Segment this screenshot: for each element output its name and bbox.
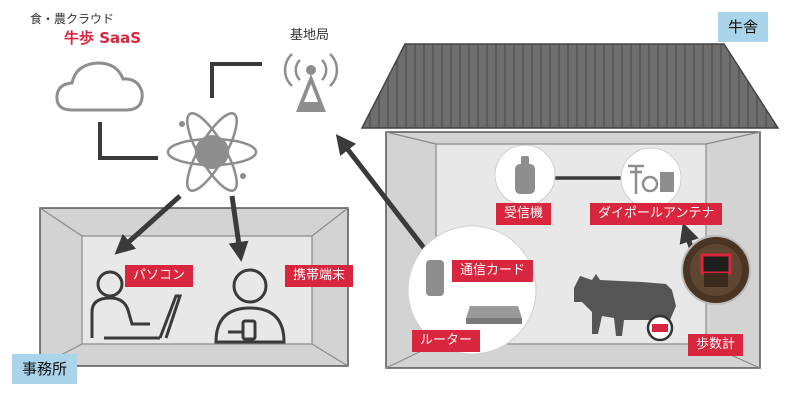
cloud-icon [55, 61, 144, 112]
pedometer-label: 歩数計 [688, 334, 744, 356]
office-edge [311, 207, 349, 237]
office-room [39, 207, 349, 367]
router-label: ルーター [412, 330, 481, 352]
barn-edge [705, 131, 761, 145]
comm-router-cluster [407, 225, 537, 355]
office-edge [39, 207, 83, 237]
connectors [98, 62, 624, 180]
arrow-router-to-basestation [335, 134, 426, 250]
receiver-device-icon [494, 144, 556, 206]
cow-icon [574, 274, 676, 336]
antenna-label: ダイポールアンテナ [590, 203, 723, 225]
hub-to-basestation-connector [210, 62, 262, 98]
office-edge [311, 343, 349, 367]
person-with-phone-icon [214, 268, 286, 344]
barn-zone-tag: 牛舎 [718, 12, 769, 42]
receiver-label: 受信機 [496, 203, 552, 225]
barn-roof [360, 43, 780, 129]
service-name: 牛歩 SaaS [64, 29, 142, 47]
router-icon [466, 306, 522, 324]
cloud-to-hub-connector [98, 122, 158, 160]
base-station-label: 基地局 [290, 28, 330, 43]
radio-tower-icon [283, 53, 339, 112]
mobile-label: 携帯端末 [285, 265, 354, 287]
service-tagline: 食・農クラウド [30, 12, 115, 26]
barn-edge [385, 131, 437, 145]
comm-card-label: 通信カード [452, 260, 534, 282]
arrow-hub-to-mobile [228, 195, 249, 262]
office-zone-tag: 事務所 [12, 354, 78, 384]
pc-label: パソコン [125, 265, 194, 287]
pedometer-leg-icon [646, 314, 674, 342]
atom-network-icon [166, 112, 258, 192]
comm-card-icon [426, 260, 444, 296]
office-wall-interior [81, 235, 313, 345]
person-at-laptop-icon [90, 270, 183, 340]
dipole-antenna-icon [620, 147, 682, 209]
arrow-hub-to-pc [114, 194, 182, 255]
pedometer-icon [681, 235, 751, 305]
